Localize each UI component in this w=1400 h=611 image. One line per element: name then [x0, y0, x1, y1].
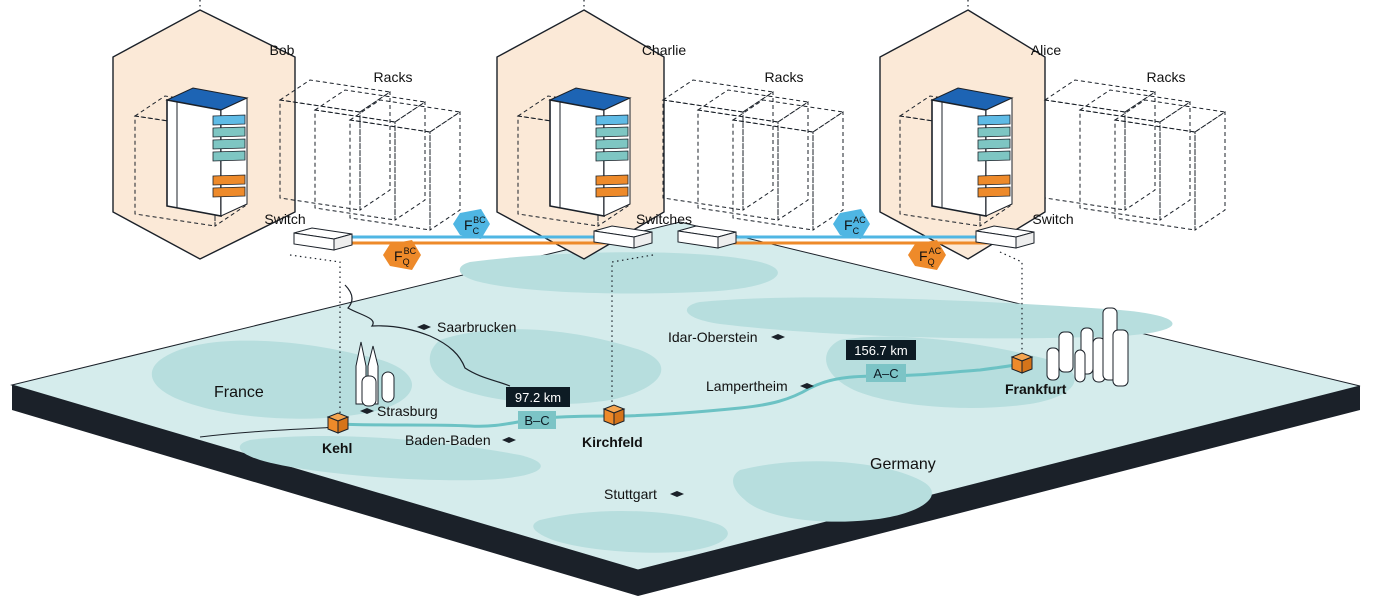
bob-switch — [293, 227, 353, 251]
node-labels: Bob Racks Switch Charlie Racks Switches … — [264, 42, 1185, 227]
bob-racks-illustration — [133, 79, 462, 231]
quantum-fiber-ac-badge: FQAC — [908, 240, 946, 270]
map-slab — [10, 221, 1361, 596]
frankfurt-marker-icon — [1010, 352, 1034, 374]
stuttgart-marker-icon — [670, 491, 684, 497]
map-labels: France Germany Saarbrucken Idar-Oberstei… — [214, 319, 1067, 502]
city-label-lampertheim: Lampertheim — [706, 378, 788, 394]
quantum-fiber-bc-badge: FQBC — [383, 240, 421, 270]
charlie-switch-left — [593, 225, 653, 249]
strasburg-cathedral-icon — [355, 341, 395, 407]
alice-name: Alice — [1031, 42, 1062, 58]
frankfurt-skyline-icon — [1046, 307, 1129, 387]
svg-text:FCBC: FCBC — [464, 215, 486, 236]
svg-text:FQAC: FQAC — [919, 246, 942, 267]
idar-oberstein-marker-icon — [771, 334, 785, 340]
classical-fiber-ac-badge: FCAC — [833, 209, 870, 239]
site-label-kehl: Kehl — [322, 440, 352, 456]
city-label-baden-baden: Baden-Baden — [405, 432, 491, 448]
site-label-frankfurt: Frankfurt — [1005, 381, 1067, 397]
kirchfeld-marker-icon — [602, 404, 626, 426]
fiber-route — [339, 362, 1023, 428]
classical-fiber-bc-badge: FCBC — [453, 209, 490, 239]
site-label-kirchfeld: Kirchfeld — [582, 434, 643, 450]
city-markers — [360, 324, 814, 497]
rack-groups — [133, 79, 1227, 231]
alice-racks-label: Racks — [1147, 69, 1186, 85]
link-ac-distance-box — [846, 340, 916, 360]
lampertheim-marker-icon — [800, 383, 814, 389]
link-bc-label: B–C — [524, 413, 549, 428]
site-markers — [326, 352, 1034, 434]
charlie-racks-illustration — [516, 79, 845, 231]
country-label-france: France — [214, 384, 264, 401]
country-label-germany: Germany — [870, 456, 936, 473]
alice-switch — [975, 225, 1035, 249]
charlie-switch-label: Switches — [636, 211, 692, 227]
link-bc-distance-box — [506, 387, 570, 407]
kehl-marker-icon — [326, 412, 350, 434]
strasburg-marker-icon — [360, 408, 374, 414]
saarbrucken-marker-icon — [417, 324, 431, 330]
bob-racks-label: Racks — [374, 69, 413, 85]
link-ac-tags: 156.7 km A–C — [846, 340, 916, 382]
fiber-badges: FCBC FQBC FCAC FQAC — [383, 209, 946, 270]
bob-name: Bob — [270, 42, 295, 58]
switches — [293, 225, 1035, 251]
country-border — [344, 284, 511, 387]
link-ac-label: A–C — [873, 366, 898, 381]
charlie-racks-label: Racks — [765, 69, 804, 85]
alice-switch-label: Switch — [1032, 211, 1073, 227]
link-bc-tags: 97.2 km B–C — [506, 387, 570, 429]
charlie-switch-right — [677, 225, 737, 249]
svg-text:FQBC: FQBC — [394, 246, 417, 267]
baden-baden-marker-icon — [502, 437, 516, 443]
charlie-name: Charlie — [642, 42, 687, 58]
city-label-strasburg: Strasburg — [377, 403, 438, 419]
svg-text:FCAC: FCAC — [844, 215, 866, 236]
map-shading — [151, 252, 1173, 553]
link-bc-label-box — [518, 411, 556, 429]
city-label-stuttgart: Stuttgart — [604, 486, 657, 502]
city-label-saarbrucken: Saarbrucken — [437, 319, 516, 335]
city-label-idar-oberstein: Idar-Oberstein — [668, 329, 757, 345]
link-bc-distance: 97.2 km — [515, 390, 561, 405]
link-ac-label-box — [866, 364, 906, 382]
bob-switch-label: Switch — [264, 211, 305, 227]
alice-racks-illustration — [898, 79, 1227, 231]
link-ac-distance: 156.7 km — [854, 343, 907, 358]
